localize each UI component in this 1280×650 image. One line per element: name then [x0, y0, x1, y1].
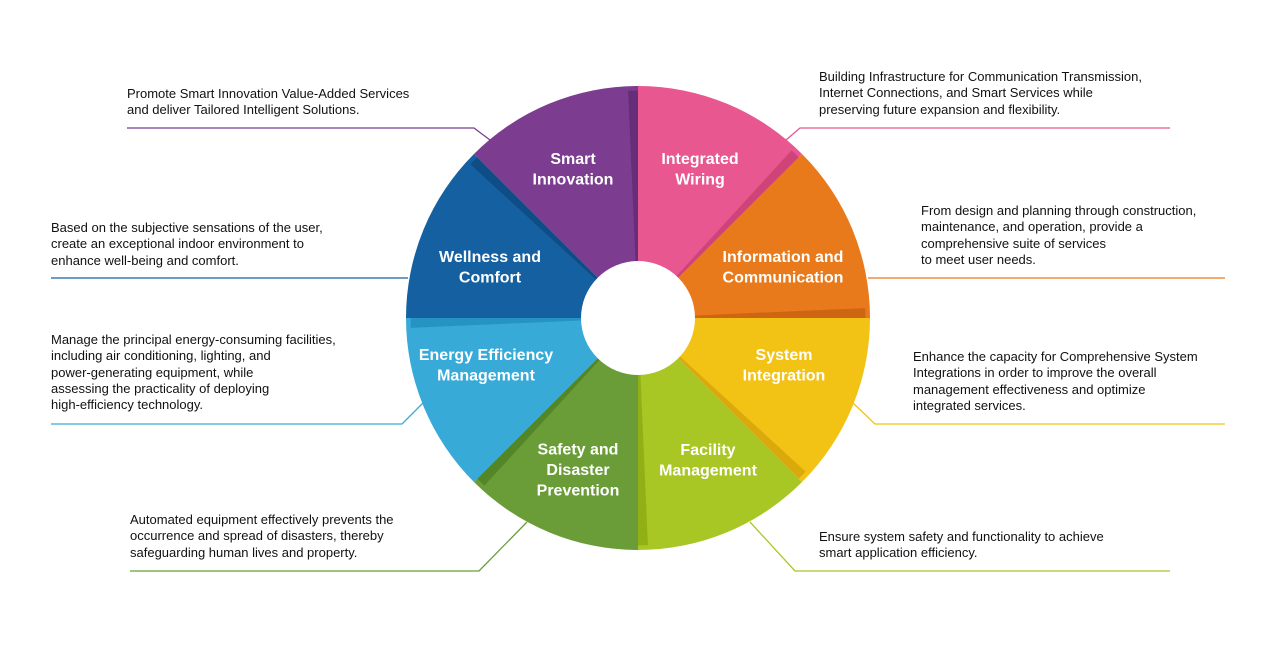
connector-smart-innovation	[127, 127, 491, 141]
segment-smart-innovation	[473, 86, 638, 280]
segment-energy-efficiency-management	[406, 318, 600, 483]
segment-shadow-wellness-comfort	[470, 157, 600, 281]
segment-label-line: Disaster	[546, 462, 609, 479]
segment-label-line: Integrated	[661, 151, 738, 168]
segment-safety-disaster-prevention	[473, 356, 638, 550]
segment-label-line: Energy Efficiency	[419, 347, 553, 364]
segment-label-line: Prevention	[537, 483, 620, 500]
description-wellness-comfort: Based on the subjective sensations of th…	[51, 220, 323, 268]
segment-shadow-smart-innovation	[628, 90, 638, 264]
segment-shadow-integrated-wiring	[675, 150, 799, 280]
segment-label-line: System	[756, 347, 813, 364]
wheel-segments	[406, 86, 870, 550]
segment-information-communication	[676, 153, 870, 318]
segment-facility-management	[638, 356, 803, 550]
segment-shadow-energy-efficiency-management	[410, 318, 584, 328]
segment-label-line: Facility	[680, 442, 735, 459]
wheel-center-hole	[581, 261, 695, 375]
description-integrated-wiring: Building Infrastructure for Communicatio…	[819, 69, 1142, 117]
description-information-communication: From design and planning through constru…	[921, 203, 1197, 267]
segment-label-line: Management	[659, 462, 757, 479]
segment-label-line: Comfort	[459, 269, 522, 286]
connector-energy-efficiency-management	[51, 401, 425, 425]
segment-label-line: Communication	[723, 269, 844, 286]
segment-label-line: Management	[437, 367, 535, 384]
segment-label-line: Innovation	[533, 171, 614, 188]
segment-wellness-comfort	[406, 153, 600, 318]
segment-label-line: Wiring	[675, 171, 725, 188]
segment-label-line: Smart	[550, 151, 596, 168]
connector-safety-disaster-prevention	[130, 521, 528, 572]
segment-system-integration	[676, 318, 870, 483]
connector-facility-management	[749, 521, 1170, 572]
segment-shadow-facility-management	[638, 372, 648, 546]
segment-label-line: Integration	[743, 367, 826, 384]
segment-label-line: Information and	[723, 249, 844, 266]
description-facility-management: Ensure system safety and functionality t…	[819, 529, 1104, 561]
description-smart-innovation: Promote Smart Innovation Value-Added Ser…	[127, 86, 410, 118]
segment-label-line: Safety and	[538, 442, 619, 459]
description-energy-efficiency-management: Manage the principal energy-consuming fa…	[51, 332, 336, 413]
wheel-segment-shadows	[410, 90, 866, 546]
segment-shadow-system-integration	[676, 355, 806, 479]
connector-integrated-wiring	[785, 127, 1170, 141]
description-system-integration: Enhance the capacity for Comprehensive S…	[913, 349, 1198, 413]
connector-lines	[51, 127, 1225, 572]
segment-label-line: Wellness and	[439, 249, 541, 266]
segment-shadow-safety-disaster-prevention	[477, 356, 601, 486]
segment-shadow-information-communication	[692, 308, 866, 318]
description-safety-disaster-prevention: Automated equipment effectively prevents…	[130, 512, 394, 560]
connector-system-integration	[851, 401, 1225, 425]
segment-integrated-wiring	[638, 86, 803, 280]
